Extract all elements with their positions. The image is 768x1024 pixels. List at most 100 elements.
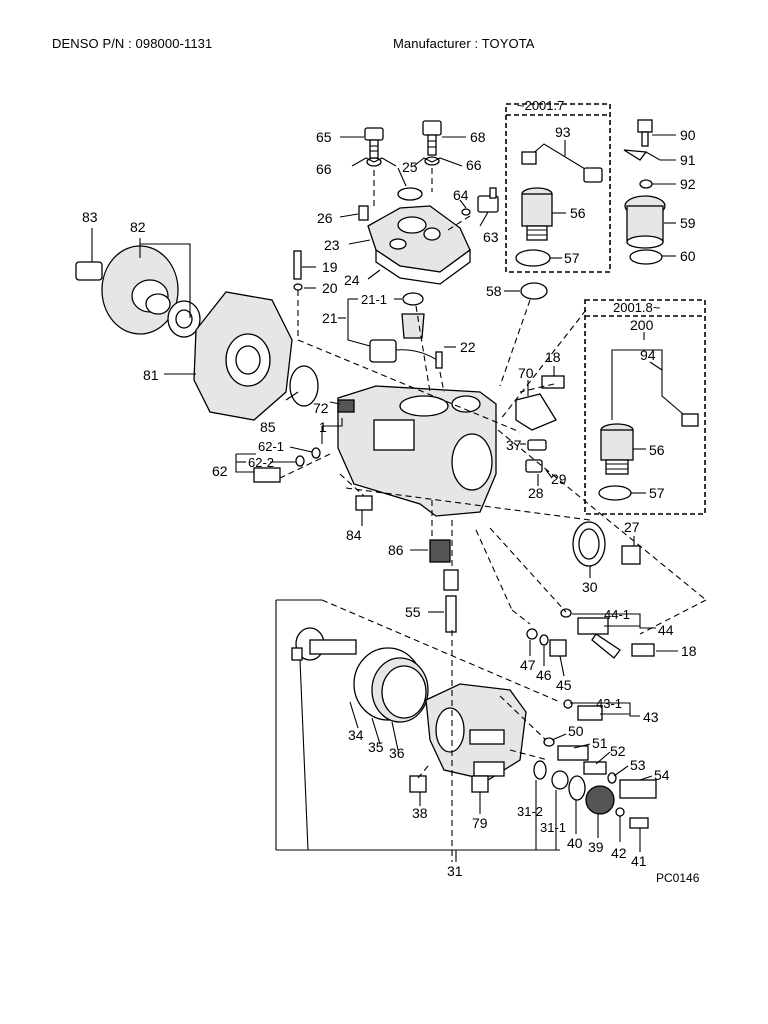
label-54: 54 [654, 767, 670, 783]
plug-72 [337, 399, 355, 413]
o-ring-31-2 [533, 760, 547, 780]
o-ring-58 [520, 282, 548, 300]
label-64: 64 [453, 187, 469, 203]
bolt-18-upper [541, 375, 565, 389]
label-58: 58 [486, 283, 502, 299]
bolt-18-lower [631, 643, 655, 657]
label-84: 84 [346, 527, 362, 543]
variant-label-early: ~2001.7 [517, 98, 564, 113]
plunger-55 [443, 569, 459, 633]
label-45: 45 [556, 677, 572, 693]
label-91: 91 [680, 152, 696, 168]
o-ring-62-2 [295, 455, 305, 467]
label-37: 37 [506, 437, 522, 453]
figure-code: PC0146 [656, 871, 700, 885]
connector-63 [477, 187, 499, 213]
sensor-64 [461, 208, 471, 216]
o-ring-57-late [598, 485, 632, 501]
label-62-2: 62-2 [248, 455, 274, 470]
label-30: 30 [582, 579, 598, 595]
o-ring-21-1 [402, 292, 424, 306]
label-21-1: 21-1 [361, 292, 387, 307]
washer-53 [607, 772, 617, 784]
harness-93 [521, 143, 603, 183]
screw-41 [629, 817, 649, 829]
label-19: 19 [322, 259, 338, 275]
label-47: 47 [520, 657, 536, 673]
o-ring-57-early [515, 249, 551, 267]
gasket-25 [397, 187, 423, 201]
label-41: 41 [631, 853, 647, 869]
label-18-lower: 18 [681, 643, 697, 659]
valve-51 [557, 745, 589, 761]
plug-45 [549, 639, 567, 657]
label-57-early: 57 [564, 250, 580, 266]
housing-81 [193, 291, 293, 421]
o-ring-40 [568, 775, 586, 801]
label-63: 63 [483, 229, 499, 245]
harness-94 [611, 349, 699, 427]
label-28: 28 [528, 485, 544, 501]
label-44: 44 [658, 622, 674, 638]
cover-plate-24 [375, 248, 471, 285]
label-35: 35 [368, 739, 384, 755]
o-ring-60 [629, 249, 663, 265]
label-57-late: 57 [649, 485, 665, 501]
nut-27 [621, 545, 641, 565]
label-43-1: 43-1 [596, 696, 622, 711]
label-44-1: 44-1 [604, 607, 630, 622]
label-34: 34 [348, 727, 364, 743]
label-31-2: 31-2 [517, 804, 543, 819]
label-36: 36 [389, 745, 405, 761]
nut-84 [355, 495, 373, 511]
variant-box-early: ~2001.7 [505, 98, 611, 273]
washer-92 [639, 179, 653, 189]
head-31 [425, 683, 527, 781]
bolt-90 [637, 119, 653, 147]
screw-26 [358, 205, 369, 221]
bracket-70 [515, 393, 557, 431]
leader-lines [91, 134, 678, 862]
label-83: 83 [82, 209, 98, 225]
label-56-late: 56 [649, 442, 665, 458]
label-86: 86 [388, 542, 404, 558]
label-85: 85 [260, 419, 276, 435]
label-62-1: 62-1 [258, 439, 284, 454]
gear-82 [101, 245, 179, 335]
sensor-44 [560, 608, 621, 659]
label-31-1: 31-1 [540, 820, 566, 835]
o-ring-62-1 [311, 447, 321, 459]
label-94: 94 [640, 347, 656, 363]
bolt-79 [471, 775, 489, 793]
washer-42 [615, 807, 625, 817]
label-38: 38 [412, 805, 428, 821]
pump-body-1 [337, 385, 497, 517]
manufacturer-header: Manufacturer : TOYOTA [393, 36, 535, 51]
pin-37 [527, 439, 547, 451]
label-93: 93 [555, 124, 571, 140]
label-50: 50 [568, 723, 584, 739]
label-20: 20 [322, 280, 338, 296]
label-66-right: 66 [466, 157, 482, 173]
label-21: 21 [322, 310, 338, 326]
label-26: 26 [317, 210, 333, 226]
callout-labels: 65 68 66 66 25 64 26 63 23 24 19 20 21-1… [82, 124, 700, 885]
stud-19 [293, 250, 302, 280]
label-1: 1 [319, 419, 327, 435]
label-66-left: 66 [316, 161, 332, 177]
label-39: 39 [588, 839, 604, 855]
label-68: 68 [470, 129, 486, 145]
label-62: 62 [212, 463, 228, 479]
phantom-lines [279, 168, 707, 862]
screw-22 [435, 351, 443, 369]
label-46: 46 [536, 667, 552, 683]
actuator-59 [624, 195, 666, 249]
bearing-82 [167, 300, 201, 338]
seal-31-1 [551, 770, 569, 790]
label-23: 23 [324, 237, 340, 253]
plug-39 [585, 785, 615, 815]
bolt-68 [422, 120, 442, 156]
key-28 [525, 459, 543, 473]
washer-47 [526, 628, 538, 640]
block-86 [429, 539, 451, 563]
